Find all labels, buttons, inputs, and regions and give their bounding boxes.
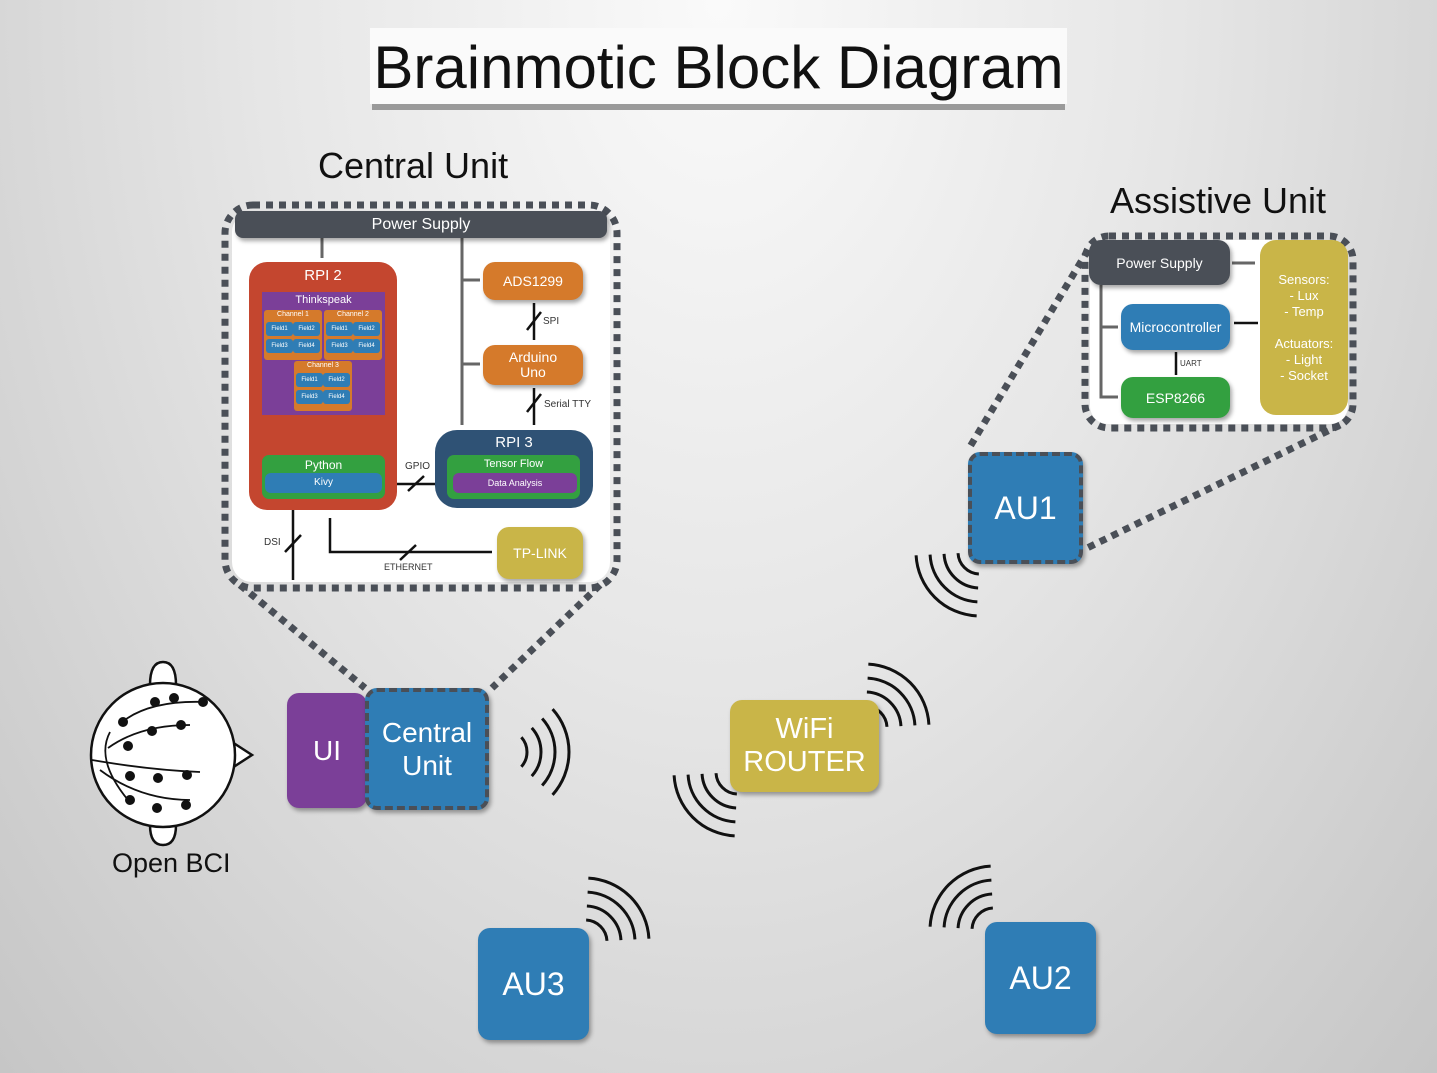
au2-node: AU2 bbox=[985, 922, 1096, 1034]
rpi3-label: RPI 3 bbox=[495, 434, 533, 451]
wave-arc bbox=[587, 890, 637, 940]
wave-arc bbox=[942, 878, 992, 928]
wave-arc bbox=[867, 676, 917, 726]
central-unit-heading: Central Unit bbox=[318, 145, 509, 186]
wave-arc bbox=[956, 552, 980, 576]
assistive-unit-heading: Assistive Unit bbox=[1110, 180, 1327, 221]
wireless-waves bbox=[520, 552, 994, 942]
wave-arc bbox=[700, 773, 737, 810]
wave-arc bbox=[672, 775, 735, 838]
python-block: Python Kivy bbox=[262, 455, 385, 499]
wave-arc bbox=[686, 774, 736, 824]
rpi3-block: RPI 3 Tensor Flow Data Analysis bbox=[435, 430, 593, 508]
esp8266-block: ESP8266 bbox=[1121, 377, 1230, 418]
gpio-label: GPIO bbox=[405, 461, 431, 472]
ads1299-block: ADS1299 bbox=[483, 262, 583, 300]
sensor-item: - Temp bbox=[1284, 304, 1324, 319]
actuator-item: - Light bbox=[1285, 352, 1323, 367]
assistive-zoom-frame bbox=[1081, 232, 1357, 432]
uart-label: UART bbox=[1180, 359, 1202, 368]
wifi-router-node: WiFi ROUTER bbox=[730, 700, 879, 792]
wave-arc bbox=[970, 906, 994, 930]
wave-arc bbox=[866, 690, 903, 727]
au-power-supply: Power Supply bbox=[1089, 240, 1230, 285]
wave-arc bbox=[530, 726, 543, 778]
diagram-title: Brainmotic Block Diagram bbox=[370, 28, 1067, 104]
wave-arc bbox=[520, 736, 529, 768]
wave-arc bbox=[914, 555, 977, 618]
wave-arc bbox=[585, 918, 609, 942]
zoom-line bbox=[237, 582, 368, 691]
spi-label: SPI bbox=[543, 316, 560, 327]
open-bci-head-icon bbox=[89, 660, 255, 847]
tplink-block: TP-LINK bbox=[497, 527, 583, 579]
open-bci-label: Open BCI bbox=[112, 848, 231, 878]
au3-node: AU3 bbox=[478, 928, 589, 1040]
central-unit-node: Central Unit bbox=[365, 688, 489, 810]
sensor-item: - Lux bbox=[1289, 288, 1319, 303]
wave-arc bbox=[928, 554, 978, 604]
wave-arc bbox=[714, 772, 738, 796]
wave-arc bbox=[868, 662, 931, 725]
actuators-label: Actuators: bbox=[1274, 336, 1334, 351]
sensors-label: Sensors: bbox=[1278, 272, 1330, 287]
thinkspeak-label: Thinkspeak bbox=[295, 294, 352, 306]
wave-arc bbox=[942, 553, 979, 590]
au1-node: AU1 bbox=[968, 452, 1083, 564]
wave-arc bbox=[928, 864, 991, 927]
kivy-block: Kivy bbox=[265, 473, 382, 493]
wave-arc bbox=[551, 708, 571, 796]
tensorflow-block: Tensor Flow Data Analysis bbox=[447, 455, 580, 499]
rpi2-label: RPI 2 bbox=[304, 267, 342, 284]
data-analysis-block: Data Analysis bbox=[453, 473, 577, 493]
ui-node: UI bbox=[287, 693, 367, 808]
cu-power-supply: Power Supply bbox=[235, 211, 607, 238]
dsi-label: DSI bbox=[264, 537, 281, 548]
wave-arc bbox=[541, 717, 557, 787]
arduino-block: Arduino Uno bbox=[483, 345, 583, 385]
microcontroller-block: Microcontroller bbox=[1121, 304, 1230, 350]
ethernet-label: ETHERNET bbox=[384, 562, 433, 572]
serial-label: Serial TTY bbox=[544, 399, 592, 410]
wave-arc bbox=[588, 876, 651, 939]
wave-arc bbox=[956, 892, 993, 929]
python-label: Python bbox=[304, 458, 343, 472]
zoom-line bbox=[1081, 421, 1342, 554]
sensors-actuators-block: Sensors: - Lux - Temp Actuators: - Light… bbox=[1260, 240, 1348, 415]
wave-arc bbox=[586, 904, 623, 941]
actuator-item: - Socket bbox=[1280, 368, 1328, 383]
tensorflow-label: Tensor Flow bbox=[483, 458, 544, 470]
